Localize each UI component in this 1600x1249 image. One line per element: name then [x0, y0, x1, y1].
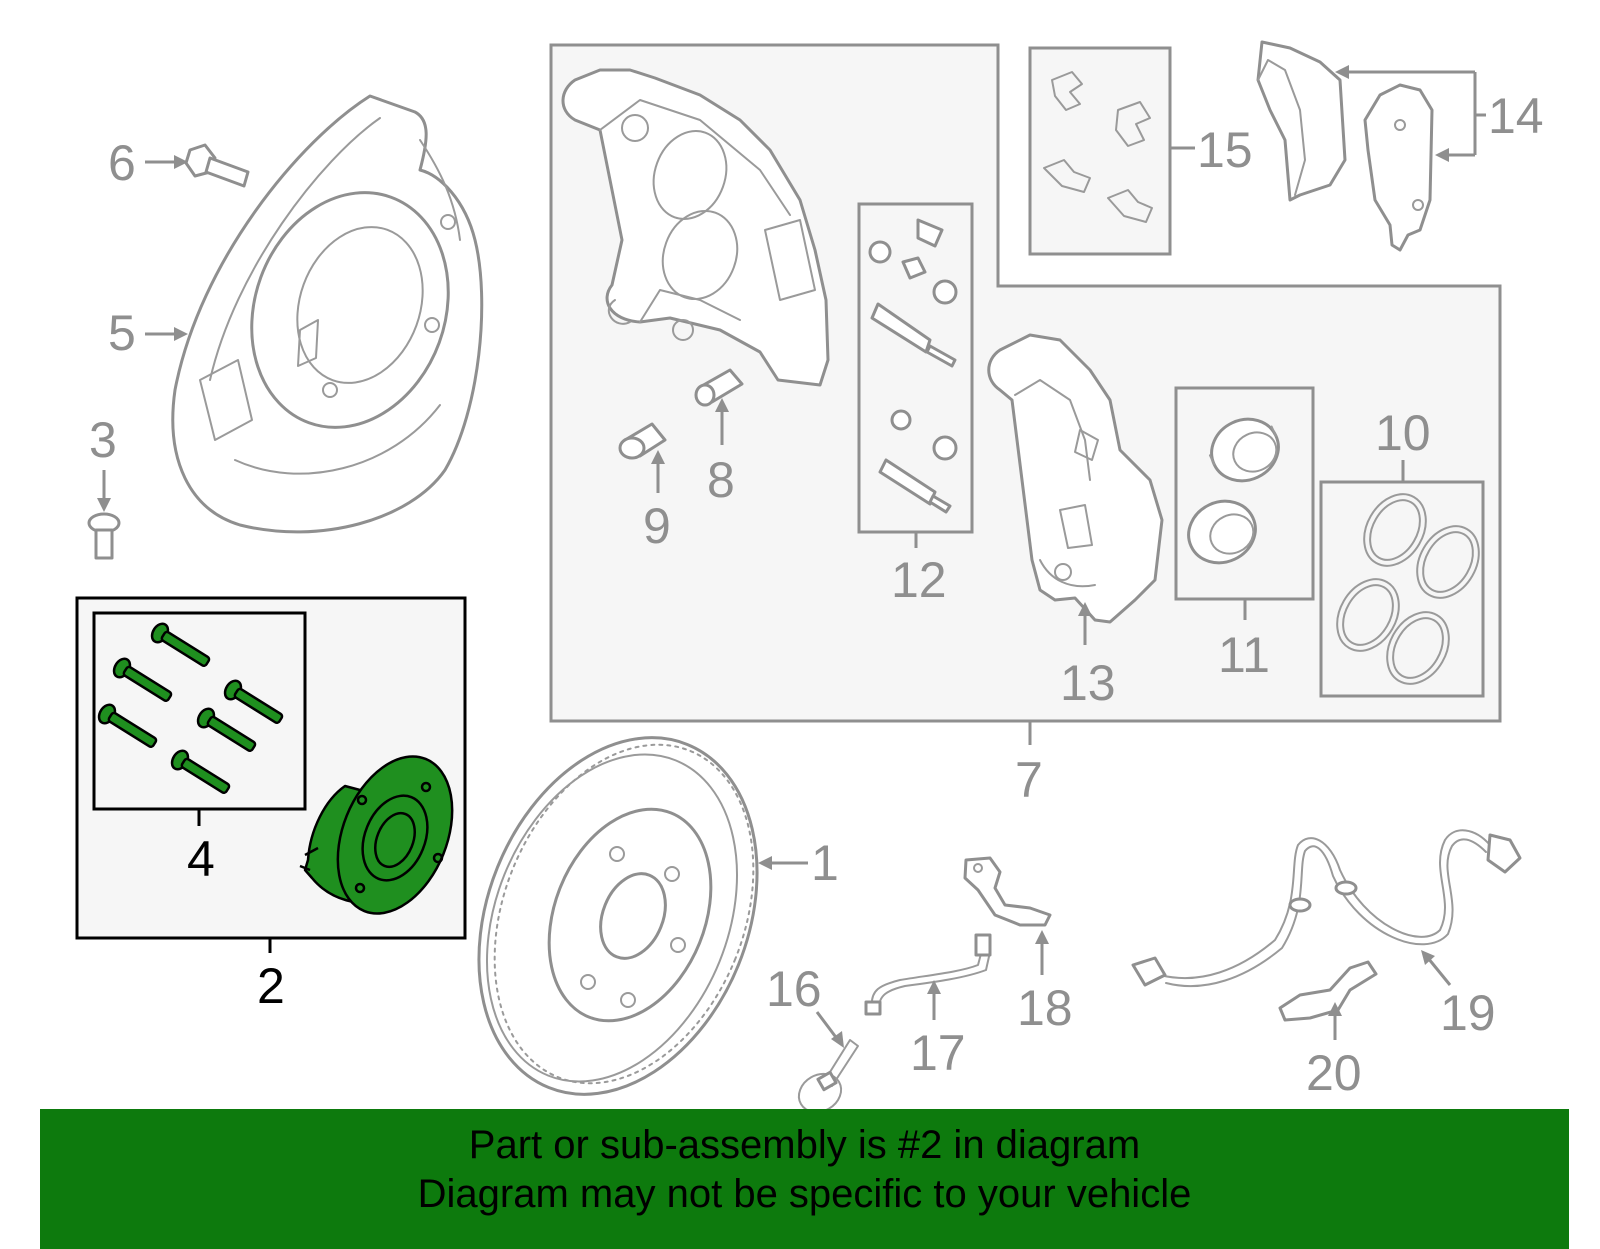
callout-11: 11 — [1218, 627, 1270, 683]
hub-bolts-part-4 — [97, 622, 284, 795]
caliper-housing — [561, 68, 830, 387]
callout-9: 9 — [643, 498, 671, 554]
wheel-hub-bearing — [299, 755, 454, 915]
callout-3: 3 — [89, 412, 117, 468]
leader-lines — [97, 65, 1486, 1048]
info-banner: Part or sub-assembly is #2 in diagram Di… — [40, 1109, 1569, 1249]
callout-5: 5 — [108, 305, 136, 361]
callout-12: 12 — [891, 552, 947, 608]
callout-8: 8 — [707, 452, 735, 508]
callout-13: 13 — [1060, 655, 1116, 711]
callout-7: 7 — [1015, 752, 1043, 808]
stud-part-3 — [87, 512, 121, 560]
splash-shield-part — [171, 94, 484, 534]
callout-18: 18 — [1017, 980, 1073, 1036]
callout-20: 20 — [1306, 1045, 1362, 1101]
caliper-bracket-part-13 — [987, 333, 1164, 624]
callout-numbers: 1 2 3 4 5 6 7 8 9 10 11 12 13 14 15 16 1… — [89, 88, 1544, 1101]
clip-part-20 — [1278, 960, 1378, 1022]
bolt-part-6 — [184, 143, 250, 188]
boot-part-9 — [618, 422, 667, 460]
callout-15: 15 — [1197, 122, 1253, 178]
callout-1: 1 — [811, 835, 839, 891]
callout-2: 2 — [257, 958, 285, 1014]
callout-6: 6 — [108, 135, 136, 191]
banner-line-2: Diagram may not be specific to your vehi… — [417, 1172, 1192, 1216]
piston-kit-box — [1174, 386, 1315, 601]
brake-pads-part-14 — [1256, 40, 1434, 252]
clip-kit-box — [1028, 46, 1172, 256]
abs-sensor-part-19 — [1131, 829, 1522, 987]
guide-pin-kit-box — [857, 202, 974, 534]
callout-16: 16 — [766, 961, 822, 1017]
callout-4: 4 — [187, 831, 215, 887]
brake-rotor-part-1 — [477, 736, 759, 1096]
clip-part-16 — [797, 1039, 859, 1114]
boot-part-8 — [694, 368, 744, 407]
bracket-part-18 — [963, 856, 1052, 927]
callout-10: 10 — [1375, 405, 1431, 461]
sensor-wire-part-17 — [864, 933, 992, 1016]
seal-kit-box — [1319, 480, 1485, 698]
callout-19: 19 — [1440, 985, 1496, 1041]
callout-14: 14 — [1488, 88, 1544, 144]
callout-17: 17 — [910, 1025, 966, 1081]
banner-line-1: Part or sub-assembly is #2 in diagram — [468, 1123, 1141, 1167]
